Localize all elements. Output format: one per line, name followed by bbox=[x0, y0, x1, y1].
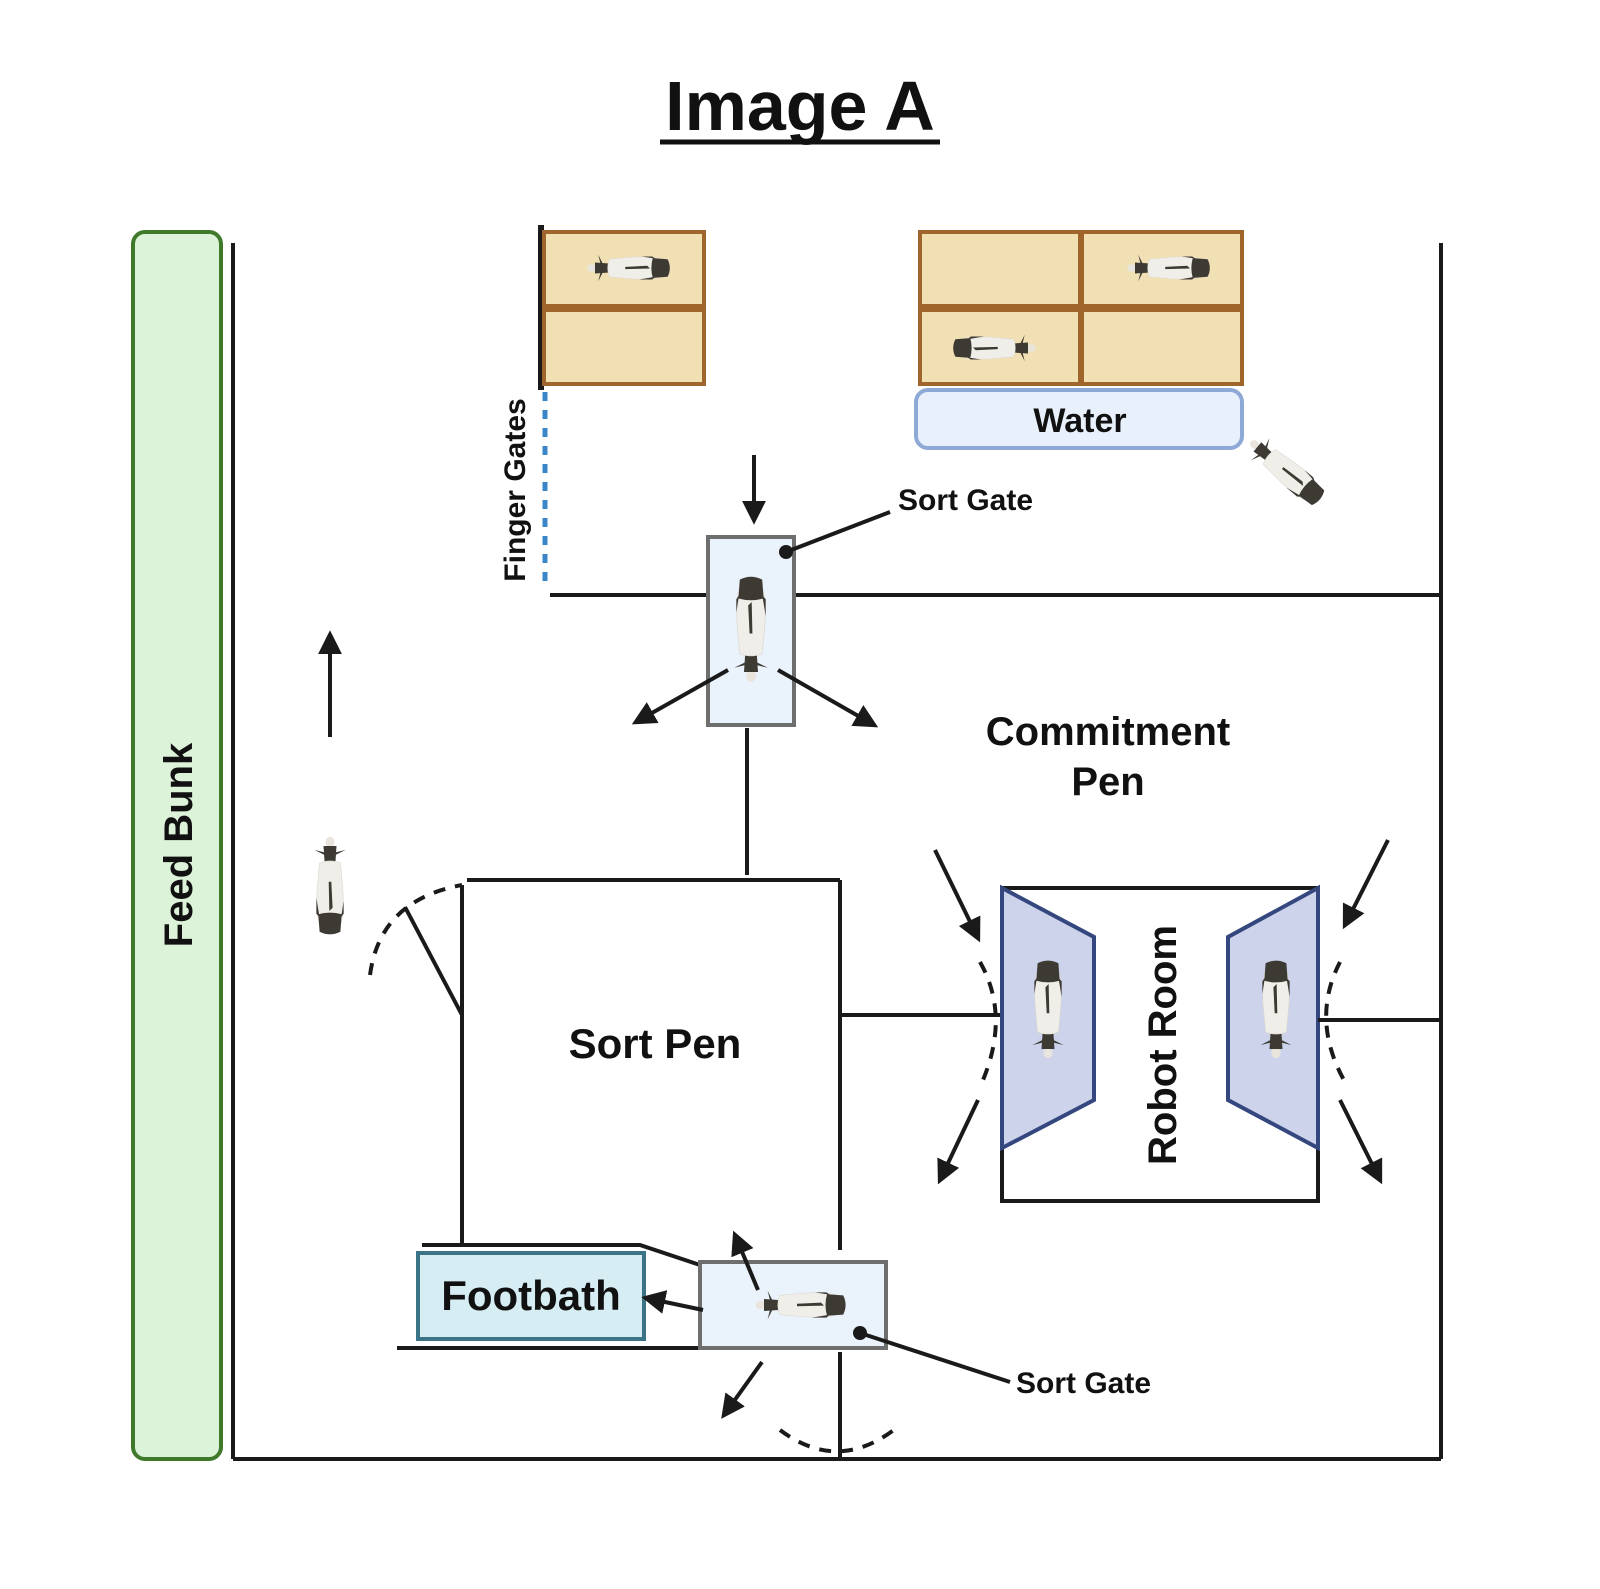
title-text: Image A bbox=[665, 67, 935, 145]
commitment-pen-label-line1: Commitment bbox=[986, 710, 1230, 754]
water-trough: Water bbox=[914, 388, 1330, 511]
feed-bunk-label: Feed Bunk bbox=[157, 742, 201, 947]
barn-walls bbox=[231, 243, 1443, 1461]
feed-bunk-box bbox=[131, 230, 223, 1461]
sort-gate-top-label: Sort Gate bbox=[898, 484, 1033, 517]
cow-icon bbox=[755, 1290, 846, 1320]
cow-icon bbox=[1241, 430, 1330, 511]
water-box bbox=[914, 388, 1244, 450]
robot-room-label: Robot Room bbox=[1141, 925, 1185, 1165]
stalls-right bbox=[918, 230, 1244, 386]
footbath-area: Footbath Sort Gate bbox=[397, 1230, 1151, 1419]
sort-pen-label: Sort Pen bbox=[569, 1020, 742, 1067]
robot-room: Robot Room bbox=[933, 839, 1441, 1203]
water-label: Water bbox=[1033, 402, 1126, 440]
sort-gate-bottom-label: Sort Gate bbox=[1016, 1367, 1151, 1400]
footbath-label: Footbath bbox=[441, 1272, 621, 1319]
cow-icon bbox=[952, 334, 1036, 362]
stall bbox=[1080, 308, 1244, 386]
stalls-left: Finger Gates bbox=[499, 225, 706, 590]
sort-gate-top: Sort Gate bbox=[631, 455, 1033, 875]
feed-bunk: Feed Bunk bbox=[131, 230, 223, 1461]
finger-gates-label: Finger Gates bbox=[499, 398, 532, 581]
commitment-pen-label-line2: Pen bbox=[1071, 760, 1144, 804]
cow-icon bbox=[1032, 960, 1064, 1059]
cow-icon bbox=[1127, 254, 1211, 282]
sort-pen bbox=[368, 878, 1000, 1459]
cow-icon bbox=[314, 836, 346, 935]
stall bbox=[542, 308, 706, 386]
cow-icon bbox=[587, 254, 671, 282]
stall bbox=[918, 230, 1082, 308]
cow-icon bbox=[733, 576, 769, 683]
title: Image A bbox=[660, 67, 940, 145]
footbath-box bbox=[416, 1251, 646, 1341]
cow-icon bbox=[1260, 960, 1292, 1059]
